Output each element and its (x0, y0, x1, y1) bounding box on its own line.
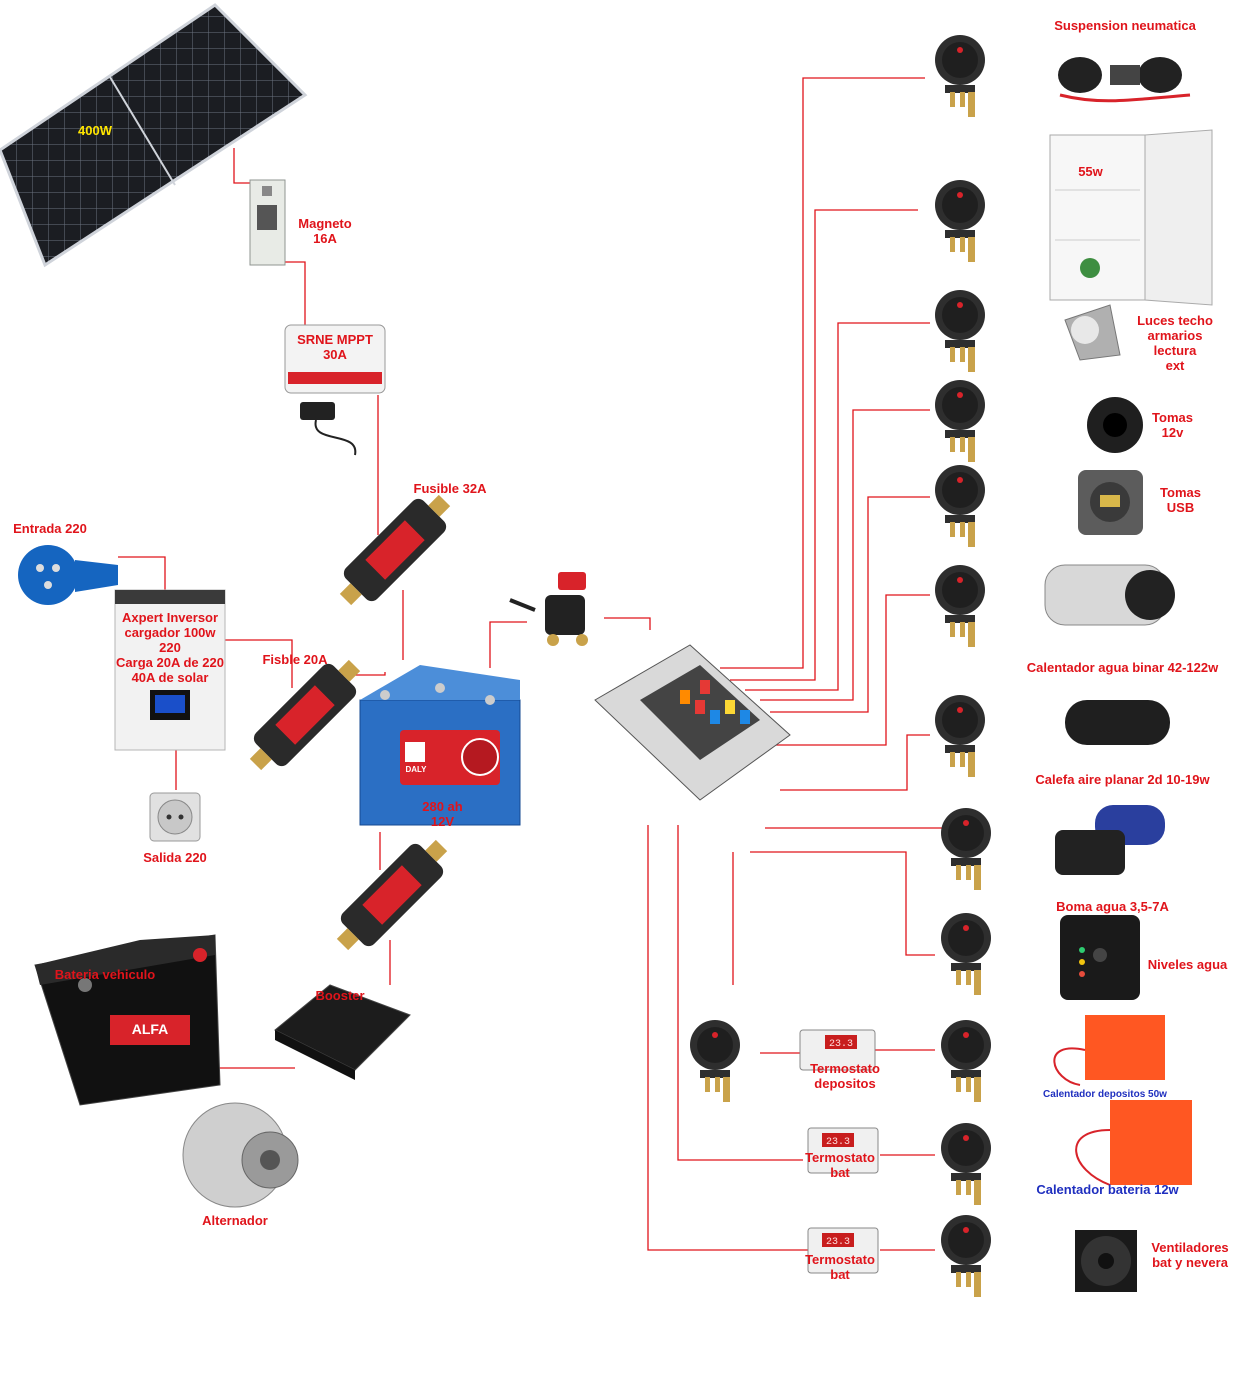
thermostat-readout: 23.3 (829, 1039, 853, 1050)
battery-disconnect-switch-icon (509, 572, 588, 646)
water-level-panel-icon (1060, 915, 1140, 1000)
fans-label: Ventiladores bat y nevera (1151, 1240, 1229, 1270)
usb-socket-icon (1078, 470, 1143, 535)
air-heater-label: Calefa aire planar 2d 10-19w (1035, 772, 1210, 787)
alternator-icon (182, 1102, 299, 1208)
rocker-switches (690, 35, 991, 1297)
inverter-label: Axpert Inversor cargador 100w 220 Carga … (116, 610, 224, 685)
booster-icon (274, 984, 411, 1080)
lights-label: Luces techo armarios lectura ext (1137, 313, 1213, 373)
battery-heater-label: Calentador bateria 12w (1036, 1182, 1179, 1197)
breaker-label: Magneto 16A (298, 216, 352, 246)
wire-lines (118, 77, 945, 1251)
booster-label: Booster (315, 988, 365, 1003)
input-220-label: Entrada 220 (13, 521, 87, 536)
led-bulb-icon (1064, 304, 1121, 361)
socket-12v-icon (1087, 397, 1143, 453)
thermostat-tanks-label: Termostato depositos (810, 1061, 880, 1091)
thermostat-bat-1-icon: 23.3 (807, 1127, 879, 1174)
rocker-switch-icon (935, 695, 985, 777)
fuse-booster-icon (336, 839, 448, 951)
rocker-switch-icon (690, 1020, 740, 1102)
thermostat-bat-1-label: Termostato bat (805, 1150, 875, 1180)
vehicle-battery-icon (34, 934, 221, 1106)
usb-label: Tomas USB (1160, 485, 1201, 515)
cooling-fan-icon (1075, 1230, 1137, 1292)
solar-panel-label: 400W (78, 123, 112, 138)
thermostat-readout: 23.3 (826, 1237, 850, 1248)
alternator-label: Alternador (202, 1213, 268, 1228)
fuse-32a-icon (339, 494, 451, 606)
water-heater-label: Calentador agua binar 42-122w (1026, 660, 1219, 675)
fuse-20a-label: Fisble 20A (262, 652, 328, 667)
rocker-switch-icon (935, 380, 985, 462)
tank-heater-label: Calentador depositos 50w (1043, 1089, 1167, 1100)
air-heater-icon (1065, 700, 1170, 745)
water-pump-icon (1055, 805, 1165, 875)
inverter-charger-icon (114, 589, 226, 751)
blue-plug-icon (18, 545, 118, 605)
solar-panel-icon (0, 3, 308, 268)
car-battery-brand-text: ALFA (131, 1021, 169, 1037)
socket-12v-label: Tomas 12v (1152, 410, 1193, 440)
thermostat-tanks-icon: 23.3 (799, 1029, 876, 1071)
thermostat-bat-2-label: Termostato bat (805, 1252, 875, 1282)
rocker-switch-icon (935, 465, 985, 547)
breaker-icon (249, 179, 286, 266)
rocker-switch-icon (935, 290, 985, 372)
wall-socket-icon (149, 792, 201, 842)
water-levels-label: Niveles agua (1147, 957, 1228, 972)
fuse-block-icon (594, 644, 791, 801)
rocker-switch-icon (941, 913, 991, 995)
vehicle-battery-label: Bateria vehiculo (54, 967, 156, 982)
bms-logo-text: DALY (405, 765, 427, 774)
air-suspension-icon (1058, 57, 1191, 103)
mppt-controller-icon (284, 324, 386, 456)
lithium-battery-icon (359, 665, 521, 826)
battery-label: 280 ah 12V (422, 799, 463, 829)
rocker-switch-icon (941, 1215, 991, 1297)
battery-heater-pad-icon (1075, 1100, 1192, 1186)
fridge-label: 55w (1078, 164, 1103, 179)
rocker-switch-icon (935, 180, 985, 262)
rocker-switch-icon (941, 808, 991, 890)
mppt-label: SRNE MPPT 30A (297, 332, 373, 362)
thermostat-bat-2-icon: 23.3 (807, 1227, 879, 1274)
tank-heater-pad-icon (1053, 1015, 1165, 1086)
output-220-label: Salida 220 (143, 850, 207, 865)
fuse-32a-label: Fusible 32A (413, 481, 487, 496)
rocker-switch-icon (935, 565, 985, 647)
fridge-icon (1049, 129, 1213, 306)
fuse-20a-icon (249, 659, 361, 771)
thermostat-readout: 23.3 (826, 1137, 850, 1148)
rocker-switch-icon (941, 1123, 991, 1205)
water-heater-icon (1044, 564, 1175, 626)
water-pump-label: Boma agua 3,5-7A (1056, 899, 1169, 914)
rocker-switch-icon (935, 35, 985, 117)
suspension-label: Suspension neumatica (1054, 18, 1196, 33)
rocker-switch-icon (941, 1020, 991, 1102)
